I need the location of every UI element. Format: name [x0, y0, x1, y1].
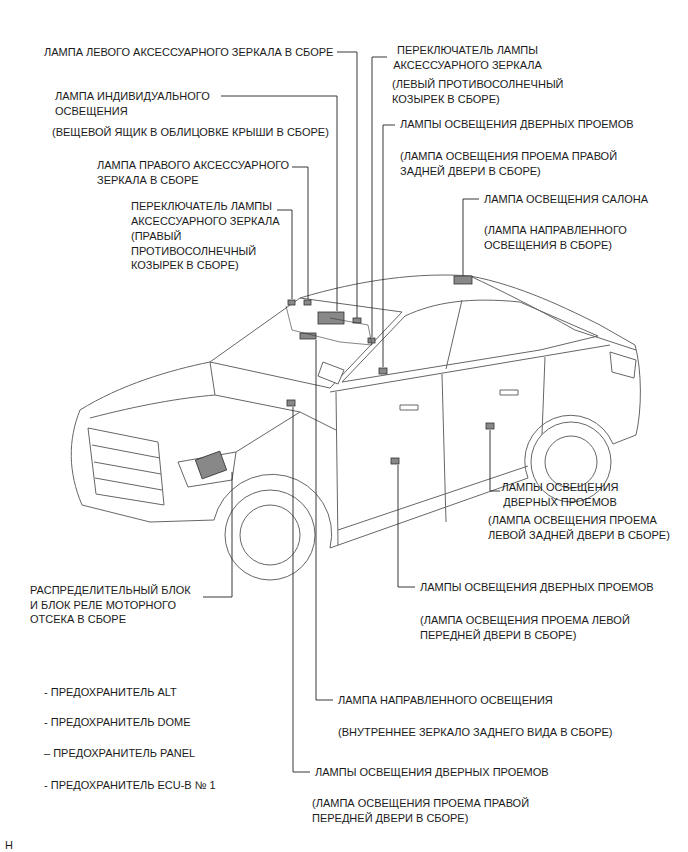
wheel-rim: [545, 436, 597, 488]
part-label: (ВНУТРЕННЕЕ ЗЕРКАЛО ЗАДНЕГО ВИДА В СБОРЕ…: [338, 725, 658, 740]
part-label: – ПРЕДОХРАНИТЕЛЬ PANEL: [44, 746, 264, 761]
leader-line: [293, 407, 310, 772]
leader-line: [292, 167, 308, 299]
grille: [88, 428, 164, 505]
vanity-lamp: [288, 300, 295, 305]
part-label: РАСПРЕДЕЛИТЕЛЬНЫЙ БЛОК И БЛОК РЕЛЕ МОТОР…: [30, 583, 198, 627]
side-mirror: [318, 362, 344, 384]
part-label: ЛАМПА ПРАВОГО АКСЕССУАРНОГО ЗЕРКАЛА В СБ…: [97, 158, 297, 187]
b-pillar: [446, 300, 462, 369]
leader-line: [463, 199, 479, 275]
part-label: ЛАМПА НАПРАВЛЕННОГО ОСВЕЩЕНИЯ: [338, 693, 638, 708]
part-label: - ПРЕДОХРАНИТЕЛЬ ALT: [44, 685, 264, 700]
door-line: [442, 374, 446, 522]
part-label: (ВЕЩЕВОЙ ЯЩИК В ОБЛИЦОВКЕ КРЫШИ В СБОРЕ): [52, 125, 352, 140]
part-label: (ЛАМПА ОСВЕЩЕНИЯ ПРОЕМА ПРАВОЙ ЗАДНЕЙ ДВ…: [400, 149, 635, 178]
wheel-rim: [240, 505, 300, 565]
part-label: ЛАМПА ЛЕВОГО АКСЕССУАРНОГО ЗЕРКАЛА В СБО…: [44, 45, 344, 60]
part-label: - ПРЕДОХРАНИТЕЛЬ ECU-B № 1: [44, 778, 264, 793]
vanity-lamp: [304, 300, 311, 305]
part-label: ЛАМПЫ ОСВЕЩЕНИЯ ДВЕРНЫХ ПРОЕМОВ: [500, 480, 620, 509]
part-label: ЛАМПА ИНДИВИДУАЛЬНОГО ОСВЕЩЕНИЯ: [55, 89, 225, 118]
tail-light: [610, 352, 636, 378]
door-handle: [500, 390, 518, 395]
part-label: (ЛЕВЫЙ ПРОТИВОСОЛНЕЧНЫЙ КОЗЫРЕК В СБОРЕ): [392, 77, 572, 106]
grille-mesh: [92, 445, 162, 490]
trunk-line: [575, 330, 636, 350]
part-label: (ПРАВЫЙ ПРОТИВОСОЛНЕЧНЫЙ КОЗЫРЕК В СБОРЕ…: [131, 229, 271, 273]
figure-code: H: [5, 838, 25, 852]
part-label: (ЛАМПА ОСВЕЩЕНИЯ ПРОЕМА ПРАВОЙ ПЕРЕДНЕЙ …: [312, 796, 552, 825]
wheel: [225, 490, 315, 580]
windshield: [210, 298, 402, 388]
courtesy-lamp: [391, 458, 399, 464]
part-label: ЛАМПЫ ОСВЕЩЕНИЯ ДВЕРНЫХ ПРОЕМОВ: [315, 765, 575, 780]
part-label: (ЛАМПА ОСВЕЩЕНИЯ ПРОЕМА ЛЕВОЙ ЗАДНЕЙ ДВЕ…: [488, 513, 682, 542]
leader-line: [383, 125, 395, 367]
beltline: [330, 345, 610, 392]
car-body: [71, 275, 640, 548]
part-label: (ЛАМПА НАПРАВЛЕННОГО ОСВЕЩЕНИЯ В СБОРЕ): [484, 223, 649, 252]
courtesy-lamp: [486, 423, 494, 429]
headlight: [178, 452, 236, 487]
hood-line: [210, 362, 215, 395]
part-label: - ПРЕДОХРАНИТЕЛЬ DOME: [44, 715, 264, 730]
part-label: (ЛАМПА ОСВЕЩЕНИЯ ПРОЕМА ЛЕВОЙ ПЕРЕДНЕЙ Д…: [420, 613, 630, 642]
part-label: ЛАМПЫ ОСВЕЩЕНИЯ ДВЕРНЫХ ПРОЕМОВ: [420, 580, 680, 595]
side-window: [342, 300, 598, 382]
leader-line: [490, 430, 500, 491]
door-line: [336, 392, 338, 545]
leader-line: [316, 340, 333, 700]
front-fender: [236, 412, 336, 452]
courtesy-lamp: [287, 400, 295, 406]
engine-relay-block: [195, 451, 226, 479]
leader-line: [203, 472, 232, 597]
part-label: ЛАМПА ОСВЕЩЕНИЯ САЛОНА: [484, 192, 674, 207]
leader-line: [337, 52, 357, 318]
leader-line: [372, 57, 387, 337]
interior-lamp: [454, 276, 472, 284]
visor-outline: [286, 306, 372, 345]
part-label: ЛАМПЫ ОСВЕЩЕНИЯ ДВЕРНЫХ ПРОЕМОВ: [400, 117, 660, 132]
door-handle: [400, 405, 418, 410]
courtesy-lamp: [379, 368, 387, 374]
hood-line: [90, 395, 300, 418]
part-label: ПЕРЕКЛЮЧАТЕЛЬ ЛАМПЫ АКСЕССУАРНОГО ЗЕРКАЛ…: [385, 43, 550, 72]
part-label: ПЕРЕКЛЮЧАТЕЛЬ ЛАМПЫ АКСЕССУАРНОГО ЗЕРКАЛ…: [131, 199, 291, 228]
leader-line: [398, 465, 415, 587]
rear-glass: [470, 276, 575, 330]
